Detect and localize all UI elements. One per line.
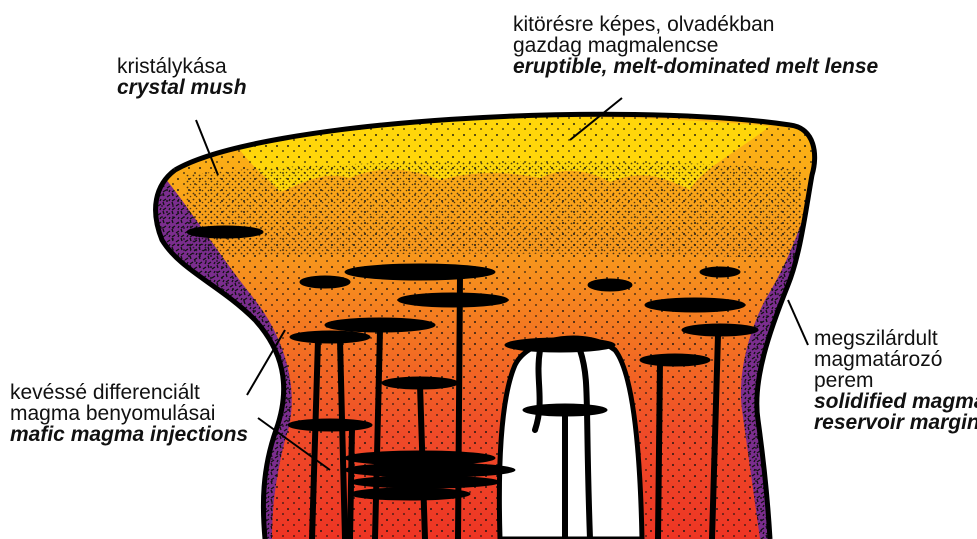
margin-hu-line2: magmatározó: [814, 349, 977, 370]
injections-hu-line1: kevéssé differenciált: [10, 382, 248, 403]
dike: [458, 275, 460, 539]
sill: [290, 331, 370, 343]
central-opening: [499, 338, 642, 539]
melt-lens-hu-line2: gazdag magmalencse: [513, 35, 878, 56]
margin-hu-line3: perem: [814, 370, 977, 391]
sill: [640, 354, 710, 366]
label-crystal-mush: kristálykása crystal mush: [117, 56, 247, 98]
margin-en-line2: reservoir margin: [814, 412, 977, 433]
sill: [288, 419, 372, 431]
melt-lens-en: eruptible, melt-dominated melt lense: [513, 56, 878, 77]
margin-hu-line1: megszilárdult: [814, 328, 977, 349]
crystal-mush-hu: kristálykása: [117, 56, 247, 77]
label-melt-lens: kitörésre képes, olvadékban gazdag magma…: [513, 14, 878, 77]
sill: [187, 226, 263, 238]
sill: [345, 264, 495, 280]
margin-en-line1: solidified magma: [814, 391, 977, 412]
sill: [398, 293, 508, 307]
injections-en: mafic magma injections: [10, 424, 248, 445]
dike: [350, 428, 352, 539]
sill: [588, 279, 632, 291]
leader-margin: [788, 300, 808, 345]
sill: [645, 298, 745, 312]
melt-lens-hu-line1: kitörésre képes, olvadékban: [513, 14, 878, 35]
injections-hu-line2: magma benyomulásai: [10, 403, 248, 424]
label-margin: megszilárdult magmatározó perem solidifi…: [814, 328, 977, 433]
sill: [505, 338, 615, 352]
crystal-mush-en: crystal mush: [117, 77, 247, 98]
sill: [300, 276, 350, 288]
label-injections: kevéssé differenciált magma benyomulásai…: [10, 382, 248, 445]
sill: [700, 267, 740, 277]
dike: [658, 362, 660, 539]
